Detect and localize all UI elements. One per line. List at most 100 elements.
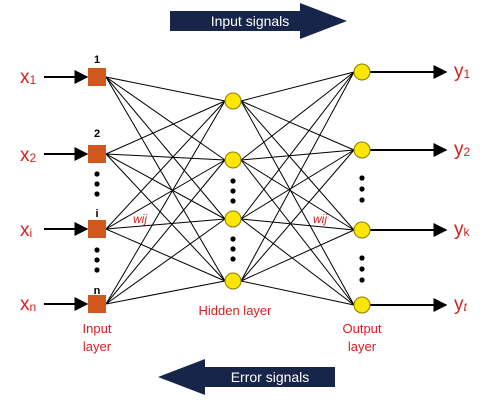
connection-hidden-1-output-1 — [240, 71, 355, 102]
input-index-1: 1 — [94, 54, 100, 66]
input-layer-label-line1: Input — [83, 321, 112, 336]
input-index-labels: 1 2 i n — [94, 54, 101, 297]
ellipsis-dots — [94, 171, 365, 283]
output-nodes — [353, 63, 371, 314]
hidden-ellipsis-upper-dot-1 — [230, 178, 236, 184]
output-node-4 — [353, 296, 371, 314]
weight-label-hidden-output: wij — [313, 212, 327, 226]
error-signals-label: Error signals — [231, 369, 310, 385]
input-label-2: x2 — [20, 145, 37, 166]
hidden-ellipsis-lower-dot-2 — [230, 246, 236, 252]
hidden-node-3 — [224, 210, 242, 228]
output-ellipsis-upper-dot-2 — [359, 186, 365, 192]
input-ellipsis-upper-dot-2 — [94, 181, 100, 187]
connection-input-3-hidden-1 — [105, 100, 226, 230]
connection-input-2-hidden-2 — [105, 153, 226, 161]
connection-hidden-2-output-4 — [240, 159, 355, 306]
input-signals-arrow-shape — [170, 3, 347, 39]
input-index-i: i — [95, 208, 98, 220]
output-arrows — [370, 65, 448, 312]
hidden-ellipsis-upper-dot-2 — [230, 188, 236, 194]
input-labels: x1 x2 xi xn — [20, 67, 37, 315]
error-signals-arrow-shape — [158, 359, 335, 395]
output-label-2: y2 — [454, 139, 471, 160]
input-ellipsis-lower-dot-3 — [94, 267, 100, 273]
connection-hidden-4-output-4 — [240, 280, 355, 306]
connection-hidden-3-output-1 — [240, 71, 355, 220]
output-ellipsis-upper-dot-1 — [359, 175, 365, 181]
connection-hidden-4-output-3 — [240, 229, 355, 282]
output-labels: y1 y2 yk yt — [454, 61, 471, 315]
output-ellipsis-lower-dot-2 — [359, 266, 365, 272]
connection-input-2-hidden-3 — [105, 153, 226, 220]
input-ellipsis-lower-dot-2 — [94, 257, 100, 263]
layer-labels: Input layer Hidden layer Output layer — [83, 303, 382, 354]
connection-hidden-3-output-3 — [240, 218, 355, 231]
hidden-layer-label: Hidden layer — [199, 303, 273, 318]
output-ellipsis-lower-dot-1 — [359, 255, 365, 261]
connection-hidden-4-output-1 — [240, 71, 355, 282]
connection-hidden-3-output-4 — [240, 218, 355, 306]
connection-input-4-hidden-3 — [105, 218, 226, 305]
connection-input-3-hidden-2 — [105, 159, 226, 230]
output-node-3 — [353, 221, 371, 239]
input-signals-banner: Input signals — [170, 3, 347, 39]
connection-input-1-hidden-1 — [105, 76, 226, 102]
output-label-k: yk — [454, 219, 471, 240]
error-signals-banner: Error signals — [158, 359, 335, 395]
hidden-node-4 — [224, 272, 242, 290]
input-label-i: xi — [20, 220, 32, 241]
input-node-3 — [88, 220, 106, 238]
connection-input-1-hidden-2 — [105, 76, 226, 161]
input-node-4 — [88, 295, 106, 313]
input-index-n: n — [94, 285, 101, 297]
connection-hidden-1-output-3 — [240, 100, 355, 231]
connection-input-2-hidden-1 — [105, 100, 226, 155]
connection-input-3-hidden-3 — [105, 218, 226, 230]
connection-hidden-4-output-2 — [240, 149, 355, 282]
output-node-1 — [353, 63, 371, 81]
connection-hidden-1-output-2 — [240, 100, 355, 151]
weight-label-input-hidden: wij — [133, 212, 147, 226]
output-ellipsis-upper-dot-3 — [359, 197, 365, 203]
connection-input-4-hidden-4 — [105, 280, 226, 305]
input-ellipsis-upper-dot-1 — [94, 171, 100, 177]
output-node-2 — [353, 141, 371, 159]
output-label-1: y1 — [454, 61, 471, 82]
connection-input-4-hidden-1 — [105, 100, 226, 305]
input-node-2 — [88, 145, 106, 163]
connection-input-4-hidden-2 — [105, 159, 226, 305]
connection-input-3-hidden-4 — [105, 228, 226, 282]
input-ellipsis-lower-dot-1 — [94, 247, 100, 253]
connection-hidden-2-output-3 — [240, 159, 355, 231]
hidden-node-2 — [224, 151, 242, 169]
input-ellipsis-upper-dot-3 — [94, 191, 100, 197]
connection-hidden-1-output-4 — [240, 100, 355, 306]
hidden-node-1 — [224, 92, 242, 110]
input-signals-label: Input signals — [211, 13, 290, 29]
output-layer-label-line2: layer — [348, 339, 377, 354]
input-index-2: 2 — [94, 128, 100, 140]
connection-input-2-hidden-4 — [105, 153, 226, 282]
input-layer-label-line2: layer — [83, 339, 112, 354]
hidden-nodes — [224, 92, 242, 290]
connection-hidden-2-output-1 — [240, 71, 355, 161]
connection-input-1-hidden-3 — [105, 76, 226, 220]
connection-hidden-2-output-2 — [240, 149, 355, 161]
connection-input-1-hidden-4 — [105, 76, 226, 282]
hidden-ellipsis-lower-dot-3 — [230, 256, 236, 262]
hidden-ellipsis-upper-dot-3 — [230, 198, 236, 204]
input-nodes — [88, 68, 106, 313]
output-layer-label-line1: Output — [342, 321, 381, 336]
input-node-1 — [88, 68, 106, 86]
connection-lines — [105, 71, 355, 306]
input-arrows — [44, 70, 89, 311]
input-label-n: xn — [20, 294, 36, 315]
hidden-ellipsis-lower-dot-1 — [230, 236, 236, 242]
input-label-1: x1 — [20, 67, 37, 88]
connection-hidden-3-output-2 — [240, 149, 355, 220]
output-label-t: yt — [454, 294, 468, 315]
output-ellipsis-lower-dot-3 — [359, 277, 365, 283]
